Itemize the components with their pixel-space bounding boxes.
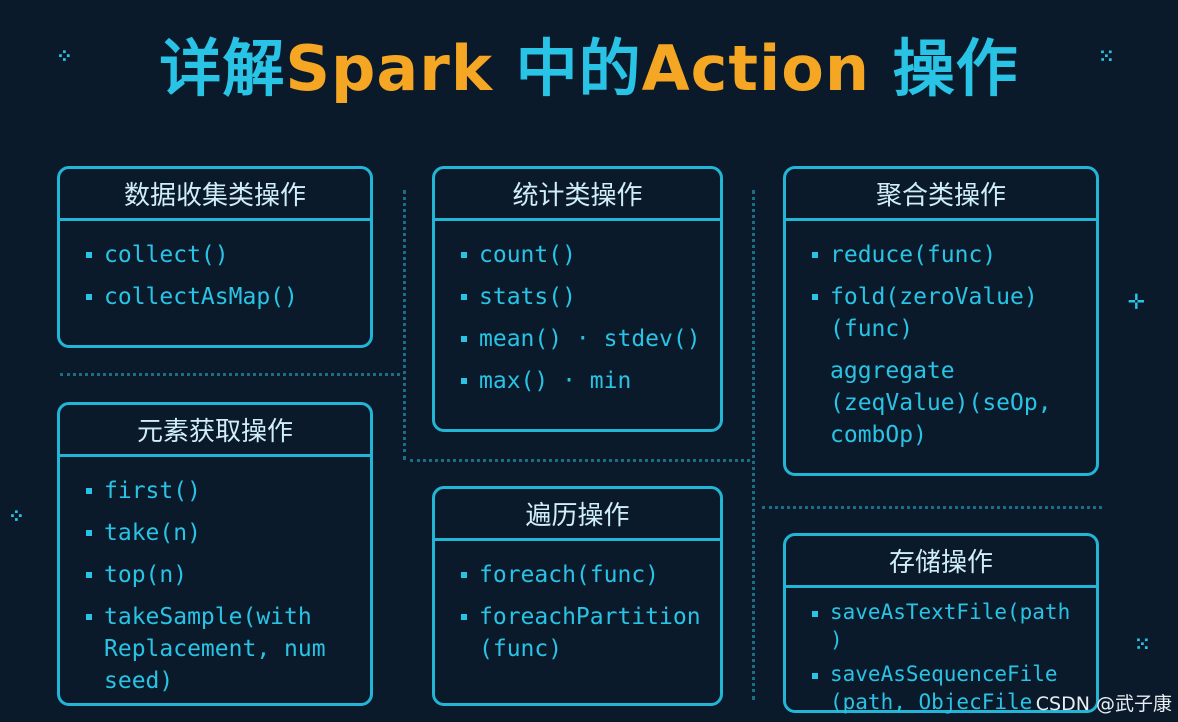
list-item: stats() <box>461 281 702 313</box>
sparkle-icon: ⁘ <box>56 44 73 68</box>
list-item: collectAsMap() <box>86 281 352 313</box>
divider-horizontal-middle <box>410 459 750 462</box>
bullet-icon <box>86 614 92 620</box>
bullet-icon <box>86 530 92 536</box>
card-aggregation: 聚合类操作 reduce(func) fold(zeroValue)(func)… <box>783 166 1099 476</box>
card-data-collection: 数据收集类操作 collect() collectAsMap() <box>57 166 373 348</box>
card-heading: 遍历操作 <box>435 489 720 541</box>
divider-horizontal-left <box>60 373 400 376</box>
card-heading: 存储操作 <box>786 536 1096 588</box>
list-item: top(n) <box>86 559 352 591</box>
card-heading: 聚合类操作 <box>786 169 1096 221</box>
page-title: 详解Spark 中的Action 操作 <box>0 18 1178 108</box>
bullet-icon <box>461 252 467 258</box>
list-item: first() <box>86 475 352 507</box>
card-heading: 数据收集类操作 <box>60 169 370 221</box>
list-item: mean() · stdev() <box>461 323 702 355</box>
bullet-icon <box>461 294 467 300</box>
list-item: count() <box>461 239 702 271</box>
card-heading: 元素获取操作 <box>60 405 370 457</box>
list-item: take(n) <box>86 517 352 549</box>
sparkle-icon: ⁘ <box>8 504 25 528</box>
list-item: takeSample(with Replacement, num seed) <box>86 601 352 697</box>
title-part-1: 详解 <box>159 32 286 105</box>
card-statistics: 统计类操作 count() stats() mean() · stdev() m… <box>432 166 723 432</box>
bullet-icon <box>812 673 818 679</box>
bullet-icon <box>812 611 818 617</box>
bullet-icon <box>86 572 92 578</box>
bullet-icon <box>461 336 467 342</box>
bullet-icon <box>86 294 92 300</box>
divider-vertical-left <box>403 190 406 460</box>
list-item: collect() <box>86 239 352 271</box>
title-part-3: 中的 <box>515 32 642 105</box>
bullet-icon <box>461 572 467 578</box>
bullet-icon <box>86 488 92 494</box>
card-element-retrieval: 元素获取操作 first() take(n) top(n) takeSample… <box>57 402 373 706</box>
plus-sparkle-icon: ✛ <box>1128 283 1145 316</box>
bullet-icon <box>812 252 818 258</box>
divider-horizontal-right <box>762 506 1102 509</box>
list-item: foreachPartition (func) <box>461 601 702 665</box>
bullet-icon <box>461 378 467 384</box>
divider-vertical-right <box>752 190 755 700</box>
title-part-2: Spark <box>285 32 494 105</box>
title-part-4: Action <box>641 32 871 105</box>
card-traversal: 遍历操作 foreach(func) foreachPartition (fun… <box>432 486 723 706</box>
card-heading: 统计类操作 <box>435 169 720 221</box>
sparkle-icon: ⁙ <box>1134 632 1151 656</box>
title-part-5: 操作 <box>892 32 1019 105</box>
card-storage: 存储操作 saveAsTextFile(path) saveAsSequence… <box>783 533 1099 716</box>
list-item: max() · min <box>461 365 702 397</box>
watermark: CSDN @武子康 <box>1035 693 1172 715</box>
bullet-icon <box>812 294 818 300</box>
list-item: foreach(func) <box>461 559 702 591</box>
list-item: saveAsSequenceFile (path, ObjecFile <box>812 660 1078 716</box>
list-item: reduce(func) <box>812 239 1078 271</box>
list-item: saveAsTextFile(path) <box>812 598 1078 654</box>
list-item: aggregate (zeqValue)(seOp, combOp) <box>830 358 1052 448</box>
list-item: fold(zeroValue)(func) <box>812 281 1078 345</box>
bullet-icon <box>86 252 92 258</box>
bullet-icon <box>461 614 467 620</box>
sparkle-icon: ⁙ <box>1098 44 1115 68</box>
